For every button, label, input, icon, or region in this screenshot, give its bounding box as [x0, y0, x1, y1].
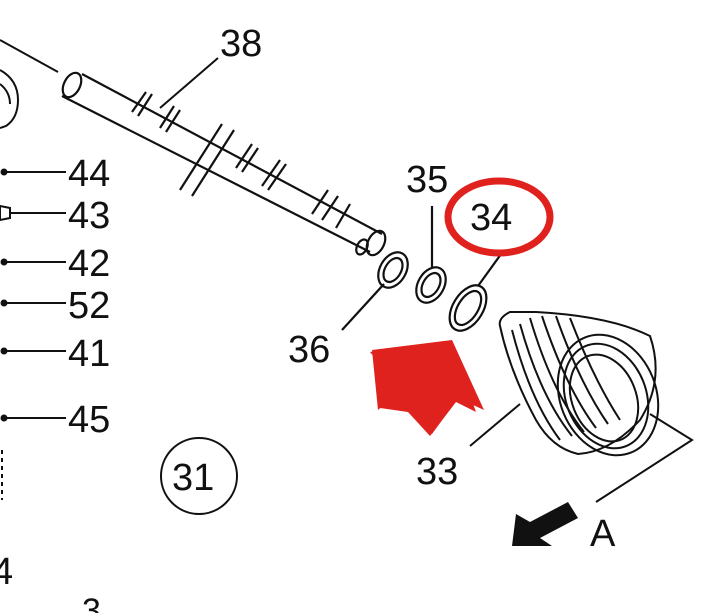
label-34: 34: [470, 197, 512, 239]
highlight-circle: [444, 177, 554, 257]
label-43: 43: [68, 195, 110, 237]
snap-ring-34: [448, 249, 505, 332]
label-view-a: A: [590, 513, 616, 555]
boot-33: [469, 311, 660, 457]
label-44: 44: [68, 153, 110, 195]
label-31: 31: [172, 457, 214, 499]
washer-35: [415, 206, 447, 304]
section-line: [595, 413, 694, 503]
label-36: 36: [288, 329, 330, 371]
label-4: 4: [0, 551, 13, 593]
left-part-fragment: [0, 39, 59, 129]
label-38: 38: [220, 23, 262, 65]
label-41: 41: [68, 333, 110, 375]
label-45: 45: [68, 399, 110, 441]
label-33: 33: [416, 451, 458, 493]
washer-36: [341, 251, 409, 331]
view-a-arrow: [512, 502, 578, 546]
part-31-circle: [160, 437, 238, 515]
shaft: [61, 71, 387, 257]
label-42: 42: [68, 243, 110, 285]
label-35: 35: [406, 159, 448, 201]
label-52: 52: [68, 285, 110, 327]
label-3: 3: [82, 592, 101, 613]
leader-38: [159, 57, 219, 109]
red-arrow-body: [372, 340, 484, 434]
left-leader-lines: [0, 168, 66, 500]
